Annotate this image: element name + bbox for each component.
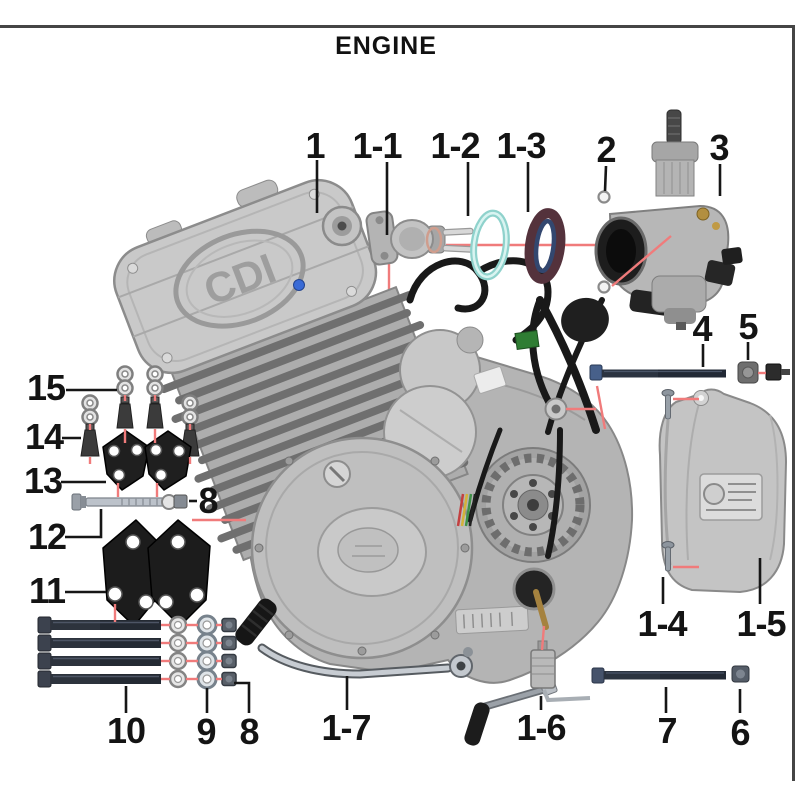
clutch-cover bbox=[250, 436, 474, 660]
callout-1-7: 1-7 bbox=[321, 707, 371, 748]
mounting-bolts-set bbox=[37, 614, 237, 690]
crankcase-round-covers bbox=[383, 326, 484, 479]
intake-gasket bbox=[470, 209, 510, 281]
side-cover bbox=[658, 388, 788, 594]
lower-long-bolt bbox=[591, 667, 726, 684]
flange-nut-5 bbox=[737, 361, 759, 384]
kick-starter-lever bbox=[235, 598, 473, 679]
callout-12: 12 bbox=[27, 516, 67, 557]
callout-1-1: 1-1 bbox=[352, 125, 402, 166]
callout-8-bottom: 8 bbox=[239, 711, 259, 752]
callout-14: 14 bbox=[24, 416, 64, 457]
callout-3: 3 bbox=[709, 127, 729, 168]
bracket-bolt bbox=[71, 493, 188, 511]
blue-bolt bbox=[293, 279, 305, 291]
callout-9: 9 bbox=[196, 711, 216, 752]
callout-6: 6 bbox=[730, 712, 750, 753]
callout-leader-lines bbox=[61, 160, 762, 713]
bolt-washers bbox=[168, 614, 218, 690]
callout-13: 13 bbox=[23, 460, 63, 501]
upper-engine-brackets bbox=[102, 430, 192, 491]
callout-15: 15 bbox=[26, 367, 66, 408]
callout-1-3: 1-3 bbox=[496, 125, 546, 166]
callout-7: 7 bbox=[657, 710, 677, 751]
page-title: ENGINE bbox=[335, 32, 437, 60]
lower-nut-6 bbox=[731, 665, 750, 683]
callout-8-mid: 8 bbox=[198, 480, 218, 521]
white-connector bbox=[473, 366, 507, 394]
callout-1-5: 1-5 bbox=[736, 603, 786, 644]
callout-1-2: 1-2 bbox=[430, 125, 480, 166]
engine-mount-boss bbox=[544, 397, 568, 421]
cover-screws bbox=[661, 389, 675, 572]
bracket-nut bbox=[173, 494, 188, 509]
tensioner-plunger-part bbox=[530, 640, 591, 703]
green-connector bbox=[514, 329, 540, 351]
stator-wires bbox=[456, 493, 477, 527]
carb-top-bolt bbox=[589, 364, 726, 381]
callout-2: 2 bbox=[596, 129, 616, 170]
callout-4: 4 bbox=[692, 308, 712, 349]
top-border-line bbox=[0, 25, 794, 28]
cable-adjuster-ring-bottom bbox=[597, 280, 611, 294]
bolt-nuts bbox=[221, 617, 237, 687]
callout-11: 11 bbox=[28, 570, 66, 611]
callout-1: 1 bbox=[305, 125, 325, 166]
long-bolts bbox=[37, 616, 161, 688]
cable-adjuster-ring-top bbox=[597, 190, 611, 204]
callout-1-4: 1-4 bbox=[637, 603, 687, 644]
intake-insulator bbox=[524, 208, 566, 284]
intake-manifold bbox=[365, 210, 474, 266]
rubber-boot bbox=[561, 297, 609, 343]
callout-5: 5 bbox=[738, 306, 758, 347]
small-right-bolt bbox=[765, 363, 790, 381]
cam-chain-boss bbox=[321, 205, 363, 247]
stamped-plate bbox=[455, 605, 529, 635]
right-border-line bbox=[792, 25, 795, 781]
callout-1-6: 1-6 bbox=[516, 707, 566, 748]
tensioner-bore bbox=[512, 567, 556, 630]
red-connector-lines bbox=[88, 235, 766, 681]
drive-sprocket bbox=[475, 447, 591, 563]
lower-engine-brackets bbox=[102, 519, 211, 627]
callout-10: 10 bbox=[106, 710, 146, 751]
